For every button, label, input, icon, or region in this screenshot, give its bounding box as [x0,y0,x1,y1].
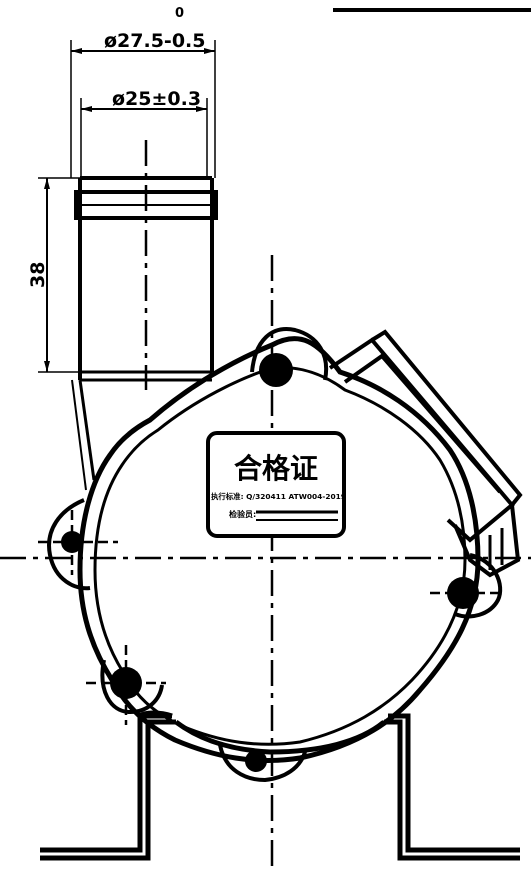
bracket-feet [40,710,520,861]
dimension-annotations [38,40,216,373]
dimension-arrows [44,48,215,372]
certificate-standard: 执行标准: Q/320411 ATW004-2019 [211,492,346,501]
length-label: 38 [27,262,49,288]
upper-tolerance-label: 0 [175,6,184,21]
mounting-lugs [47,327,503,783]
outlet-pipe [71,176,218,491]
outer-diameter-label: ø27.5-0.5 [104,30,205,52]
certificate-label: 合格证 执行标准: Q/320411 ATW004-2019 检验员: [206,431,346,538]
certificate-inspector: 检验员: [229,509,256,519]
connector-housing [328,329,523,578]
bolt-center-marks [38,510,500,725]
inner-diameter-label: ø25±0.3 [112,88,201,110]
certificate-title: 合格证 [234,452,318,485]
pump-housing [77,336,481,764]
